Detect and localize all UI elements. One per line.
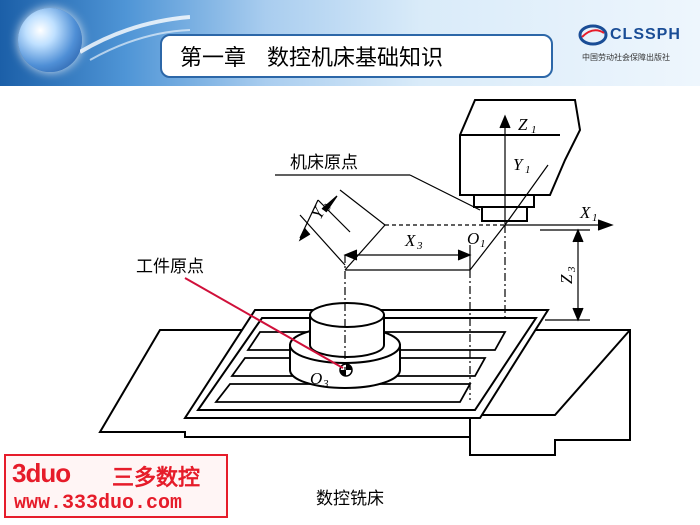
x1-axis-subscript: 1 [592,212,598,224]
workpiece-origin-pointer [184,277,344,369]
watermark-name: 三多数控 [112,466,201,491]
figure-caption: 数控铣床 [316,489,384,509]
slide-title: 第一章 数控机床基础知识 [160,34,553,78]
logo-text: CLSSPH [610,26,681,43]
z1-axis-subscript: 1 [531,124,537,136]
x3-axis-label: X [404,231,416,250]
y1-axis-subscript: 1 [525,164,531,176]
logo-subtitle: 中国劳动社会保障出版社 [582,53,670,62]
machine-origin-label: 机床原点 [290,153,358,173]
milling-machine-diagram: 机床原点 工件原点 Z 1 Y 1 X 1 O 1 Y 3 X 3 Z 3 O … [98,99,631,456]
z1-axis-label: Z [518,115,528,134]
watermark-url: www.333duo.com [14,492,183,515]
workpiece-origin-marker [339,363,353,377]
watermark-badge: 3duo 三多数控 www.333duo.com [4,454,228,518]
z3-axis-subscript: 3 [566,266,578,273]
publisher-logo: CLSSPH 中国劳动社会保障出版社 [578,22,694,74]
y1-axis-label: Y [513,155,524,174]
swoosh-decoration [80,15,190,61]
globe-icon [18,8,82,72]
o1-origin-subscript: 1 [480,238,486,250]
x3-axis-subscript: 3 [416,240,423,252]
watermark-brand: 3duo [12,458,71,488]
publisher-emblem-icon [578,24,608,46]
slide-title-text: 第一章 数控机床基础知识 [180,46,443,71]
z3-axis-label: Z [557,274,576,284]
workpiece-origin-label: 工件原点 [136,257,204,277]
o3-origin-subscript: 3 [322,378,329,390]
slide-header: 第一章 数控机床基础知识 CLSSPH 中国劳动社会保障出版社 [0,0,700,86]
o1-origin-label: O [467,229,479,248]
coordinate-lines [275,114,614,400]
o3-origin-label: O [310,369,322,388]
x1-axis-label: X [579,203,591,222]
